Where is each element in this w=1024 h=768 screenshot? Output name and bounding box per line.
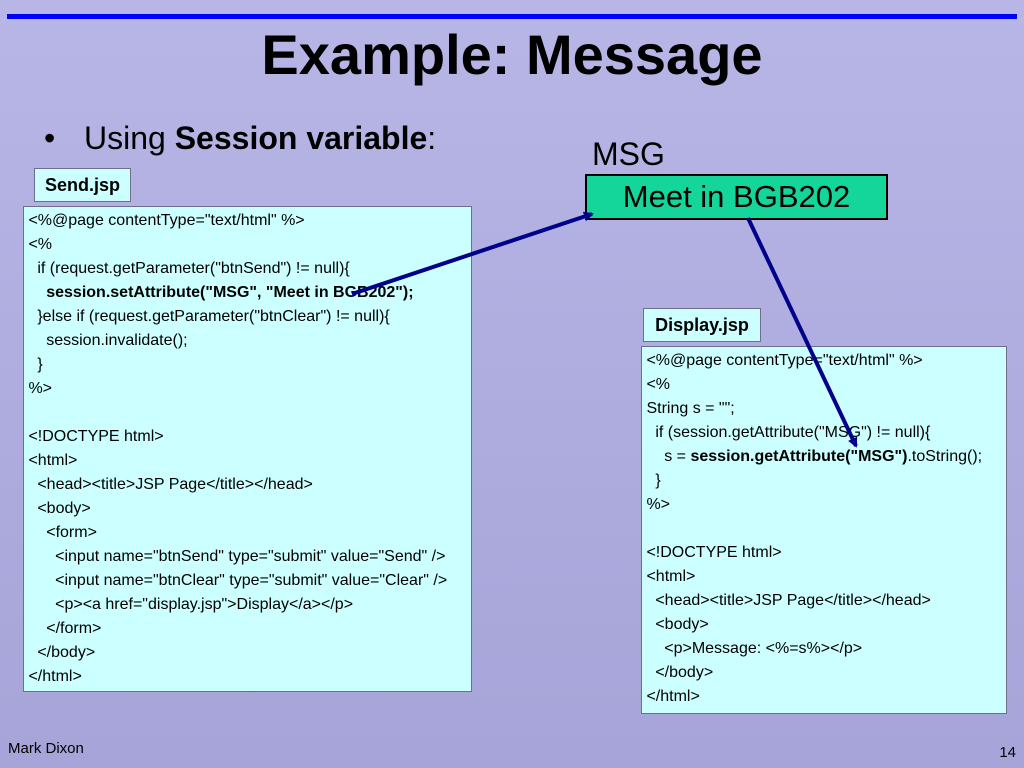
display-code-line: %> <box>642 493 1006 517</box>
display-code-line: <p>Message: <%=s%></p> <box>642 637 1006 661</box>
send-code-line <box>24 401 471 425</box>
send-code-line: </form> <box>24 617 471 641</box>
display-code-segment: <html> <box>642 568 696 585</box>
display-code-segment: <p>Message: <%=s%></p> <box>642 640 863 657</box>
send-code-segment: <%@page contentType="text/html" %> <box>24 212 305 229</box>
send-code-line: <% <box>24 233 471 257</box>
display-code-line: </body> <box>642 661 1006 685</box>
bullet-point: • Using Session variable: <box>44 118 436 158</box>
send-jsp-label: Send.jsp <box>34 168 131 202</box>
display-code-segment: session.getAttribute("MSG") <box>690 448 908 465</box>
session-variable-value: Meet in BGB202 <box>585 174 888 220</box>
send-code-segment: <!DOCTYPE html> <box>24 428 164 445</box>
send-code-line: if (request.getParameter("btnSend") != n… <box>24 257 471 281</box>
send-code-line: <html> <box>24 449 471 473</box>
slide-title: Example: Message <box>261 23 763 86</box>
send-code-line: session.setAttribute("MSG", "Meet in BGB… <box>24 281 471 305</box>
display-code-line: s = session.getAttribute("MSG").toString… <box>642 445 1006 469</box>
send-code-line: <form> <box>24 521 471 545</box>
display-code-segment: </body> <box>642 664 714 681</box>
send-code-segment: <input name="btnClear" type="submit" val… <box>24 572 448 589</box>
send-code-line: </html> <box>24 665 471 689</box>
send-code-segment: <% <box>24 236 53 253</box>
send-code-segment: session.invalidate(); <box>24 332 188 349</box>
page-number: 14 <box>999 744 1016 761</box>
display-code-segment: %> <box>642 496 671 513</box>
display-code-line: <body> <box>642 613 1006 637</box>
send-code-segment: </html> <box>24 668 82 685</box>
send-code-line: <body> <box>24 497 471 521</box>
send-code-line: <input name="btnSend" type="submit" valu… <box>24 545 471 569</box>
display-code-segment: <head><title>JSP Page</title></head> <box>642 592 931 609</box>
display-code-segment: String s = ""; <box>642 400 735 417</box>
display-code-line: <head><title>JSP Page</title></head> <box>642 589 1006 613</box>
display-code-segment: <%@page contentType="text/html" %> <box>642 352 923 369</box>
send-code-line: } <box>24 353 471 377</box>
display-code-segment: </html> <box>642 688 700 705</box>
send-jsp-code: <%@page contentType="text/html" %> <% if… <box>23 206 472 692</box>
display-code-line: <% <box>642 373 1006 397</box>
send-code-segment: <form> <box>24 524 97 541</box>
bullet-suffix: : <box>427 120 437 156</box>
display-code-line: <html> <box>642 565 1006 589</box>
bullet-prefix: Using <box>84 120 175 156</box>
send-code-segment: }else if (request.getParameter("btnClear… <box>24 308 390 325</box>
display-code-line: if (session.getAttribute("MSG") != null)… <box>642 421 1006 445</box>
display-code-line: </html> <box>642 685 1006 709</box>
display-code-line: } <box>642 469 1006 493</box>
send-code-line: }else if (request.getParameter("btnClear… <box>24 305 471 329</box>
send-code-segment: </form> <box>24 620 102 637</box>
bullet-bold-text: Session variable <box>174 120 428 156</box>
display-code-segment: <body> <box>642 616 709 633</box>
send-code-segment: <input name="btnSend" type="submit" valu… <box>24 548 446 565</box>
display-code-segment: <!DOCTYPE html> <box>642 544 782 561</box>
display-code-segment: } <box>642 472 661 489</box>
send-code-segment <box>24 284 46 301</box>
title-rule <box>7 14 1017 19</box>
send-code-segment: <head><title>JSP Page</title></head> <box>24 476 313 493</box>
send-code-segment: <body> <box>24 500 91 517</box>
send-code-segment: if (request.getParameter("btnSend") != n… <box>24 260 350 277</box>
send-code-segment: <html> <box>24 452 78 469</box>
send-code-segment: %> <box>24 380 53 397</box>
send-code-line: <%@page contentType="text/html" %> <box>24 209 471 233</box>
send-code-line: <head><title>JSP Page</title></head> <box>24 473 471 497</box>
display-code-line: <%@page contentType="text/html" %> <box>642 349 1006 373</box>
send-code-segment: </body> <box>24 644 96 661</box>
display-code-segment: s = <box>642 448 691 465</box>
send-code-line: <input name="btnClear" type="submit" val… <box>24 569 471 593</box>
send-code-line: </body> <box>24 641 471 665</box>
send-code-segment: session.setAttribute("MSG", "Meet in BGB… <box>46 284 414 301</box>
send-code-segment: } <box>24 356 43 373</box>
display-code-line: <!DOCTYPE html> <box>642 541 1006 565</box>
display-jsp-label: Display.jsp <box>643 308 761 342</box>
session-variable-name: MSG <box>592 136 665 172</box>
send-code-line: %> <box>24 377 471 401</box>
footer-author: Mark Dixon <box>8 740 84 757</box>
display-code-segment: .toString(); <box>907 448 983 465</box>
display-jsp-code: <%@page contentType="text/html" %> <% St… <box>641 346 1007 714</box>
send-code-segment: <p><a href="display.jsp">Display</a></p> <box>24 596 354 613</box>
display-code-line: String s = ""; <box>642 397 1006 421</box>
display-code-segment: <% <box>642 376 671 393</box>
send-code-line: <!DOCTYPE html> <box>24 425 471 449</box>
display-code-line <box>642 517 1006 541</box>
display-code-segment: if (session.getAttribute("MSG") != null)… <box>642 424 931 441</box>
send-code-line: session.invalidate(); <box>24 329 471 353</box>
send-code-line: <p><a href="display.jsp">Display</a></p> <box>24 593 471 617</box>
bullet-symbol: • <box>44 120 56 156</box>
